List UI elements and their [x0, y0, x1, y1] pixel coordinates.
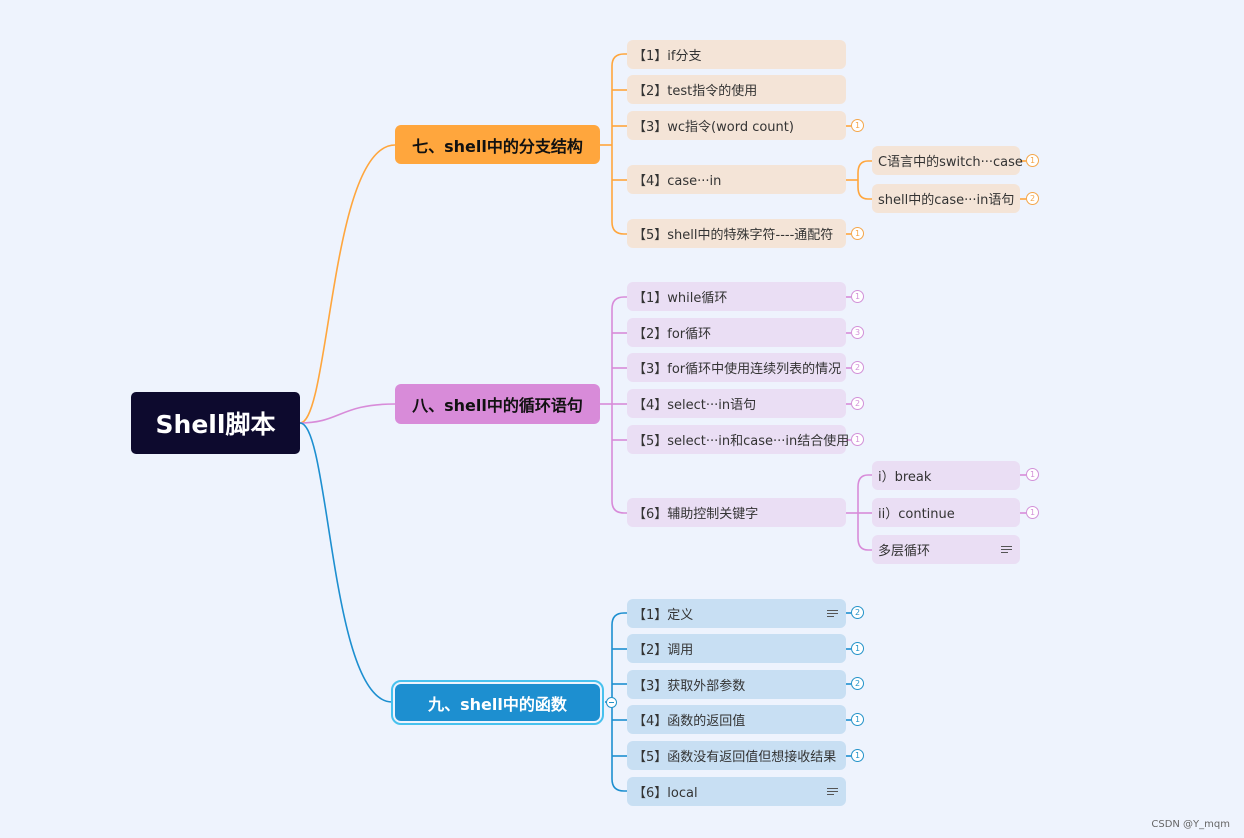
topic-definition[interactable]: 【1】定义: [627, 599, 846, 628]
topic-no-return-receive-result[interactable]: 【5】函数没有返回值但想接收结果: [627, 741, 846, 770]
count-badge[interactable]: 2: [851, 397, 864, 410]
subtopic-shell-case-in[interactable]: shell中的case···in语句: [872, 184, 1020, 213]
note-icon[interactable]: [827, 609, 838, 618]
topic-if-branch[interactable]: 【1】if分支: [627, 40, 846, 69]
branch-branching-structure[interactable]: 七、shell中的分支结构: [395, 125, 600, 164]
count-badge[interactable]: 1: [1026, 154, 1039, 167]
watermark: CSDN @Y_mqm: [1151, 819, 1230, 830]
count-badge[interactable]: 2: [851, 677, 864, 690]
count-badge[interactable]: 1: [1026, 506, 1039, 519]
topic-for-loop[interactable]: 【2】for循环: [627, 318, 846, 347]
root-topic[interactable]: Shell脚本: [131, 392, 300, 454]
topic-external-params[interactable]: 【3】获取外部参数: [627, 670, 846, 699]
topic-wildcards[interactable]: 【5】shell中的特殊字符----通配符: [627, 219, 846, 248]
subtopic-break[interactable]: i）break: [872, 461, 1020, 490]
topic-control-keywords[interactable]: 【6】辅助控制关键字: [627, 498, 846, 527]
count-badge[interactable]: 1: [851, 290, 864, 303]
topic-case-in[interactable]: 【4】case···in: [627, 165, 846, 194]
count-badge[interactable]: 1: [851, 749, 864, 762]
note-icon[interactable]: [827, 787, 838, 796]
topic-label: 【6】local: [633, 786, 698, 801]
count-badge[interactable]: 1: [851, 119, 864, 132]
topic-wc-command[interactable]: 【3】wc指令(word count): [627, 111, 846, 140]
count-badge[interactable]: 1: [851, 713, 864, 726]
topic-call[interactable]: 【2】调用: [627, 634, 846, 663]
count-badge[interactable]: 3: [851, 326, 864, 339]
collapse-icon[interactable]: [606, 697, 617, 708]
count-badge[interactable]: 2: [851, 606, 864, 619]
count-badge[interactable]: 2: [851, 361, 864, 374]
topic-select-case-combined[interactable]: 【5】select···in和case···in结合使用: [627, 425, 849, 454]
topic-while-loop[interactable]: 【1】while循环: [627, 282, 846, 311]
topic-label: 【1】定义: [633, 608, 694, 623]
topic-return-value[interactable]: 【4】函数的返回值: [627, 705, 846, 734]
topic-label: 多层循环: [878, 544, 931, 559]
topic-for-continuous-list[interactable]: 【3】for循环中使用连续列表的情况: [627, 353, 846, 382]
branch-functions[interactable]: 九、shell中的函数: [391, 680, 604, 725]
subtopic-c-switch-case[interactable]: C语言中的switch···case: [872, 146, 1023, 175]
count-badge[interactable]: 2: [1026, 192, 1039, 205]
count-badge[interactable]: 1: [851, 433, 864, 446]
topic-test-command[interactable]: 【2】test指令的使用: [627, 75, 846, 104]
count-badge[interactable]: 1: [851, 227, 864, 240]
count-badge[interactable]: 1: [851, 642, 864, 655]
branch-loop-statements[interactable]: 八、shell中的循环语句: [395, 384, 600, 424]
count-badge[interactable]: 1: [1026, 468, 1039, 481]
subtopic-continue[interactable]: ii）continue: [872, 498, 1020, 527]
topic-select-in[interactable]: 【4】select···in语句: [627, 389, 846, 418]
note-icon[interactable]: [1001, 545, 1012, 554]
topic-local[interactable]: 【6】local: [627, 777, 846, 806]
subtopic-nested-loops[interactable]: 多层循环: [872, 535, 1020, 564]
